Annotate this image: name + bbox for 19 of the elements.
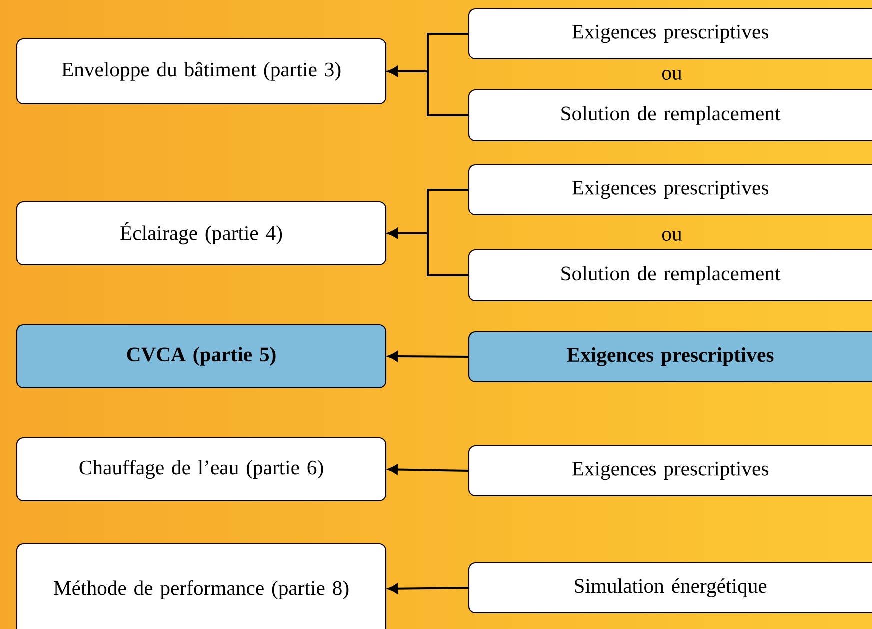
option-box: Exigences prescriptives (468, 8, 872, 60)
process-box: CVCA (partie 5) (16, 324, 387, 389)
option-box: Solution de remplacement (468, 89, 872, 142)
process-box: Méthode de performance (partie 8) (16, 543, 387, 629)
option-box: Exigences prescriptives (468, 445, 872, 497)
option-box: Exigences prescriptives (468, 331, 872, 383)
option-box: Simulation énergétique (468, 562, 872, 614)
arrow (388, 464, 470, 475)
arrow (388, 352, 470, 362)
arrow (388, 228, 469, 276)
process-box: Enveloppe du bâtiment (partie 3) (16, 38, 387, 105)
arrow (388, 584, 470, 594)
option-box: Solution de remplacement (468, 249, 872, 302)
process-box: Éclairage (partie 4) (16, 201, 387, 266)
or-label: ou (662, 70, 682, 80)
process-box: Chauffage de l’eau (partie 6) (16, 437, 387, 502)
option-box: Exigences prescriptives (468, 164, 872, 216)
or-label: ou (662, 231, 682, 241)
arrow (388, 66, 469, 116)
